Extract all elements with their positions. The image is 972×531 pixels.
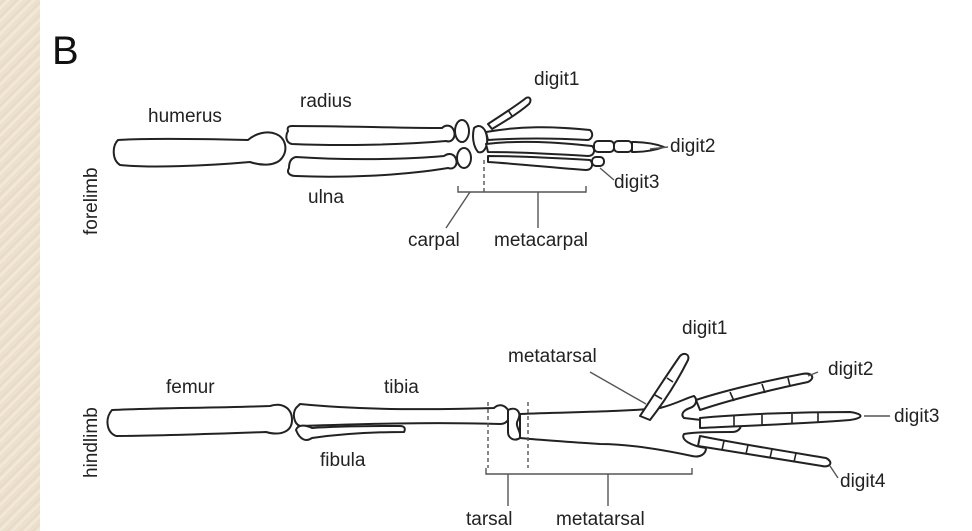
carpal-metacarpal-bracket xyxy=(458,186,586,192)
panel-letter: B xyxy=(52,29,79,73)
hind-digit4-bone xyxy=(698,436,830,466)
tarsal-label: tarsal xyxy=(466,509,512,530)
hind-digit3-label: digit3 xyxy=(894,406,939,427)
digit3-leader-line xyxy=(600,168,614,180)
hind-digit4-label: digit4 xyxy=(840,471,886,492)
carpal-label: carpal xyxy=(408,230,460,251)
metatarsal-top-leader-line xyxy=(590,372,646,404)
humerus-label: humerus xyxy=(148,106,222,127)
radius-bone xyxy=(286,126,454,145)
metacarpal-label: metacarpal xyxy=(494,230,588,251)
metatarsal-bottom-label: metatarsal xyxy=(556,509,645,530)
femur-bone xyxy=(107,405,292,436)
ulna-bone xyxy=(288,154,457,177)
forelimb-digit3-label: digit3 xyxy=(614,172,659,193)
fibula-bone xyxy=(296,426,405,440)
ulna-label: ulna xyxy=(308,187,344,208)
forelimb-digit1-label: digit1 xyxy=(534,69,579,90)
carpal-bone xyxy=(473,126,487,152)
metatarsal-top-label: metatarsal xyxy=(508,346,597,367)
phalanx-bone xyxy=(632,142,664,152)
hind-digit2-label: digit2 xyxy=(828,359,873,380)
hind-digit4-leader-line xyxy=(830,466,838,478)
hind-digit3-bone xyxy=(700,412,861,428)
radius-label: radius xyxy=(300,91,352,112)
carpal-leader-line xyxy=(446,192,470,228)
femur-label: femur xyxy=(166,377,215,398)
carpal-bone xyxy=(455,120,469,142)
fibula-label: fibula xyxy=(320,450,366,471)
metacarpal-bone xyxy=(488,156,592,170)
tibia-label: tibia xyxy=(384,377,419,398)
hind-digit2-bone xyxy=(696,374,812,410)
phalanx-bone xyxy=(594,141,614,152)
hindlimb-row-label: hindlimb xyxy=(81,407,102,478)
tarsal-metatarsal-bracket xyxy=(486,468,692,474)
carpal-bone xyxy=(457,148,471,168)
forelimb-row-label: forelimb xyxy=(81,167,102,235)
humerus-bone xyxy=(114,132,286,166)
phalanx-bone xyxy=(592,157,604,166)
tarsal-bone xyxy=(508,409,520,440)
tibia-bone xyxy=(294,404,510,426)
metacarpal-bone xyxy=(486,142,594,156)
forelimb-digit2-label: digit2 xyxy=(670,136,715,157)
hind-digit1-label: digit1 xyxy=(682,318,727,339)
metacarpal-bone xyxy=(486,127,592,140)
phalanx-bone xyxy=(614,141,632,152)
